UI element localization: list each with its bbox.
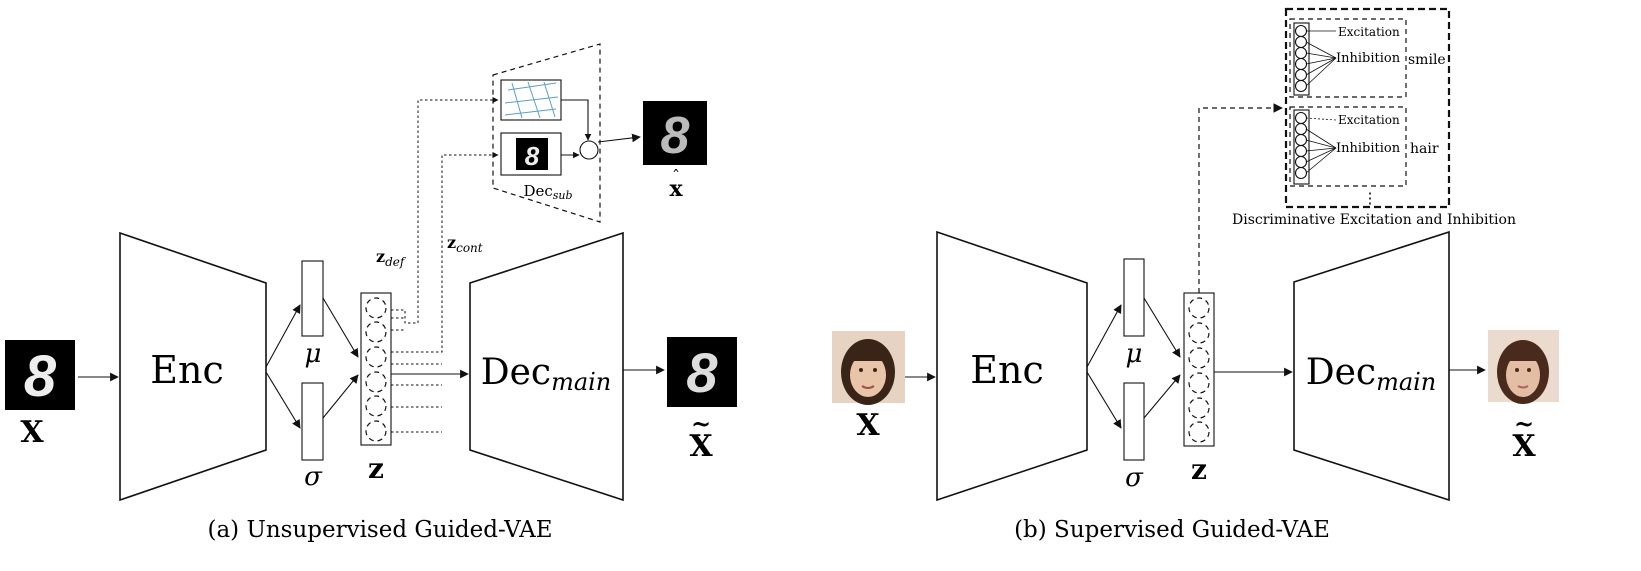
- left-zcont-route: [391, 152, 499, 433]
- right-sigma-label: σ: [1125, 463, 1144, 493]
- right-encoder-label: Enc: [970, 348, 1044, 392]
- right-sigma-bar: [1123, 382, 1145, 461]
- left-content-image: 8: [500, 132, 562, 176]
- right-latent-vector: [1183, 292, 1215, 447]
- dei-hair-inhibition: Inhibition: [1336, 141, 1401, 156]
- right-main-decoder-block: [1293, 230, 1450, 502]
- left-sigma-label: σ: [304, 462, 323, 492]
- svg-text:8: 8: [661, 107, 690, 165]
- right-encoder-block: [936, 230, 1088, 502]
- right-recon-image: [1488, 330, 1559, 404]
- left-input-image: 8: [5, 340, 75, 410]
- right-recon-tilde: ~: [1514, 409, 1534, 438]
- dei-outer-box: [1284, 7, 1451, 209]
- left-recon-tilde: ~: [691, 409, 711, 438]
- left-sigma-bar: [301, 382, 324, 461]
- left-zcont-label: zcont: [447, 233, 483, 255]
- dei-smile-excitation: Excitation: [1338, 25, 1400, 39]
- left-zdef-route: [391, 97, 499, 324]
- left-warp-operator: [579, 140, 599, 160]
- svg-text:8: 8: [686, 341, 718, 404]
- dei-hair-excitation: Excitation: [1338, 113, 1400, 127]
- dei-ellipsis: ⋮: [1363, 189, 1378, 207]
- left-mu-bar: [301, 260, 324, 337]
- left-main-decoder-label: Decmain: [481, 352, 612, 396]
- right-z-to-dei-arrow: [1198, 103, 1283, 293]
- left-latent-vector: [360, 292, 392, 446]
- right-caption: (b) Supervised Guided-VAE: [1014, 517, 1330, 543]
- left-zdef-label: zdef: [376, 247, 407, 269]
- left-main-decoder-block: [469, 231, 624, 502]
- dei-title: Discriminative Excitation and Inhibition: [1232, 212, 1516, 228]
- right-mu-bar: [1123, 258, 1145, 337]
- dei-smile-attribute: smile: [1408, 52, 1446, 68]
- right-latent-label: z: [1191, 453, 1207, 486]
- left-recon-image: 8: [667, 337, 737, 407]
- left-input-label: X: [20, 415, 44, 450]
- left-recon-label: X: [689, 429, 713, 464]
- left-sub-recon-image: 8: [643, 101, 707, 165]
- svg-text:8: 8: [525, 141, 540, 171]
- left-deformation-grid: [500, 79, 562, 121]
- left-sub-decoder-label: Decsub: [523, 182, 572, 202]
- dei-group-hair: Excitation Inhibition hair: [1289, 106, 1439, 187]
- left-encoder-label: Enc: [150, 348, 224, 392]
- left-mu-label: μ: [305, 339, 322, 369]
- left-caption: (a) Unsupervised Guided-VAE: [207, 517, 552, 543]
- dei-hair-attribute: hair: [1410, 141, 1439, 157]
- left-sub-recon-hat: ˆ: [672, 167, 680, 186]
- left-encoder-block: [119, 231, 267, 502]
- right-input-image: [832, 331, 905, 405]
- left-panel: 8 X Enc μ σ z: [5, 43, 737, 543]
- right-main-decoder-label: Decmain: [1306, 352, 1437, 396]
- right-recon-label: X: [1512, 429, 1536, 464]
- left-latent-label: z: [368, 452, 384, 485]
- left-sub-decoder-block: [492, 43, 601, 223]
- dei-group-smile: Excitation Inhibition smile: [1289, 18, 1446, 98]
- svg-text:8: 8: [24, 344, 57, 409]
- dei-smile-inhibition: Inhibition: [1336, 51, 1401, 66]
- right-input-label: X: [856, 408, 880, 443]
- left-sub-recon-label: x: [669, 176, 683, 202]
- right-panel: X Enc μ σ z Decmain: [832, 7, 1559, 543]
- right-mu-label: μ: [1126, 339, 1143, 369]
